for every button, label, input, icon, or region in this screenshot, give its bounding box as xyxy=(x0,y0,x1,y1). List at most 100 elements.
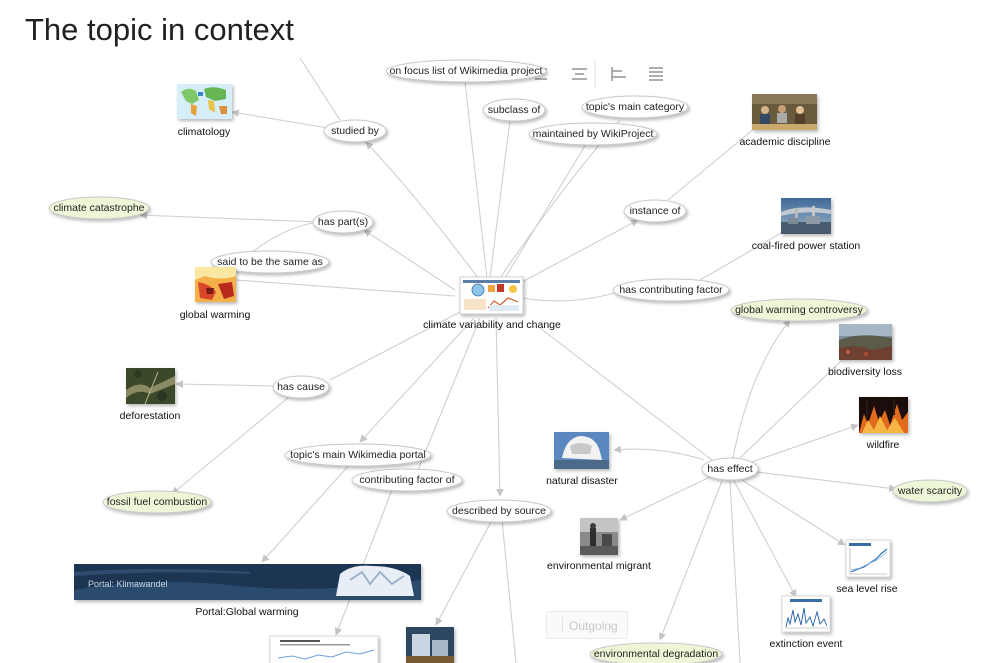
align-hierarchy-icon[interactable] xyxy=(611,67,626,81)
entity-label: deforestation xyxy=(120,410,181,422)
outgoing-label: Outgoing xyxy=(569,619,618,633)
page-title: The topic in context xyxy=(25,12,294,47)
highlighted-entities: climate catastrophe global warming contr… xyxy=(48,196,968,663)
edge xyxy=(751,423,859,463)
edge xyxy=(619,475,713,521)
migrant-photo-icon xyxy=(580,518,618,555)
entity-warming-controversy[interactable]: global warming controversy xyxy=(730,298,868,322)
edge xyxy=(732,319,791,459)
source-photo-thumbnail[interactable] xyxy=(406,627,454,663)
entity-portal-global-warming[interactable]: Portal: Klimawandel Portal:Global warmin… xyxy=(74,564,421,618)
edge xyxy=(755,471,897,492)
world-climate-map-icon xyxy=(177,84,232,119)
entity-wildfire[interactable]: wildfire xyxy=(859,397,908,451)
edge xyxy=(435,519,493,626)
property-has-cause[interactable]: has cause xyxy=(272,375,330,399)
property-label: contributing factor of xyxy=(359,474,454,486)
entity-extinction-event[interactable]: extinction event xyxy=(770,595,843,650)
property-studied-by[interactable]: studied by xyxy=(323,119,387,143)
power-station-photo-icon xyxy=(781,198,831,234)
entity-natural-disaster[interactable]: natural disaster xyxy=(546,432,618,487)
infographic-icon xyxy=(459,276,524,315)
wildfire-photo-icon xyxy=(859,397,908,433)
edge xyxy=(139,211,319,223)
entity-fossil-fuel[interactable]: fossil fuel combustion xyxy=(102,490,212,514)
edge xyxy=(501,519,517,663)
entity-label: Portal:Global warming xyxy=(195,606,298,618)
property-label: topic's main category xyxy=(586,101,685,113)
property-labels: studied by on focus list of Wikimedia pr… xyxy=(210,59,759,523)
portal-banner-icon: Portal: Klimawandel xyxy=(74,564,421,600)
edges xyxy=(139,57,897,663)
aerial-forest-photo-icon xyxy=(126,368,175,405)
edge xyxy=(417,317,481,471)
edge xyxy=(739,359,843,459)
entity-env-degradation[interactable]: environmental degradation xyxy=(589,642,723,663)
edge xyxy=(613,445,705,461)
property-label: topic's main Wikimedia portal xyxy=(290,449,426,461)
property-label: has effect xyxy=(707,463,752,475)
entity-sea-level-rise[interactable]: sea level rise xyxy=(836,539,898,595)
entity-coal-power[interactable]: coal-fired power station xyxy=(752,198,861,252)
property-has-effect[interactable]: has effect xyxy=(701,457,759,481)
property-described-by[interactable]: described by source xyxy=(446,499,552,523)
edge xyxy=(741,479,846,546)
extinction-chart-icon xyxy=(781,595,831,633)
align-justify-icon[interactable] xyxy=(649,67,663,81)
property-focus-list[interactable]: on focus list of Wikimedia project xyxy=(385,59,547,83)
entity-climatology[interactable]: climatology xyxy=(177,84,232,138)
property-main-portal[interactable]: topic's main Wikimedia portal xyxy=(284,443,432,467)
property-instance-of[interactable]: instance of xyxy=(623,199,687,223)
property-label: has cause xyxy=(277,381,325,393)
entity-label: extinction event xyxy=(770,638,843,650)
edge xyxy=(667,127,756,201)
edge xyxy=(235,279,456,297)
align-center-icon[interactable] xyxy=(572,68,587,80)
property-label: has part(s) xyxy=(318,216,368,228)
entity-biodiversity-loss[interactable]: biodiversity loss xyxy=(828,324,902,378)
edge xyxy=(359,317,475,443)
entity-label: wildfire xyxy=(866,439,900,451)
entity-water-scarcity[interactable]: water scarcity xyxy=(892,479,968,503)
edge xyxy=(464,81,488,279)
eruption-photo-icon xyxy=(554,432,609,469)
property-main-category[interactable]: topic's main category xyxy=(581,95,689,119)
entity-academic-discipline[interactable]: academic discipline xyxy=(739,94,831,148)
entity-label: climatology xyxy=(178,126,231,138)
property-subclass-of[interactable]: subclass of xyxy=(482,98,546,122)
outgoing-button[interactable]: Outgoing xyxy=(546,611,628,639)
property-has-contributing-factor[interactable]: has contributing factor xyxy=(612,278,730,302)
property-label: said to be the same as xyxy=(217,256,323,268)
entity-label: global warming controversy xyxy=(735,304,864,316)
entity-environmental-migrant[interactable]: environmental migrant xyxy=(547,518,651,572)
edge xyxy=(171,395,291,495)
entity-global-warming[interactable]: global warming xyxy=(180,267,251,321)
property-label: on focus list of Wikimedia project xyxy=(390,65,543,77)
entity-label: fossil fuel combustion xyxy=(107,496,208,508)
entity-deforestation[interactable]: deforestation xyxy=(120,368,181,422)
line-chart-thumbnail-icon xyxy=(269,635,379,663)
edge xyxy=(231,109,329,129)
warming-map-icon xyxy=(195,267,236,302)
property-maintained-by[interactable]: maintained by WikiProject xyxy=(528,122,658,146)
image-entities: climatology academic discipline xyxy=(74,84,908,663)
entity-label: biodiversity loss xyxy=(828,366,902,378)
property-said-same[interactable]: said to be the same as xyxy=(210,250,330,274)
entity-label: academic discipline xyxy=(739,136,830,148)
property-contributing-factor-of[interactable]: contributing factor of xyxy=(351,468,463,492)
entity-label: global warming xyxy=(180,309,251,321)
property-label: has contributing factor xyxy=(619,284,723,296)
source-chart-thumbnail[interactable] xyxy=(269,635,379,663)
center-label: climate variability and change xyxy=(423,319,561,331)
edge xyxy=(699,231,784,281)
property-has-parts[interactable]: has part(s) xyxy=(312,210,374,234)
classroom-photo-icon xyxy=(752,94,817,130)
edge xyxy=(521,219,639,283)
landscape-photo-icon xyxy=(839,324,892,360)
toolbar-background xyxy=(520,58,672,90)
entity-label: water scarcity xyxy=(897,485,963,497)
edge xyxy=(521,291,619,302)
entity-climate-catastrophe[interactable]: climate catastrophe xyxy=(48,196,150,220)
center-node[interactable]: climate variability and change xyxy=(423,276,561,331)
